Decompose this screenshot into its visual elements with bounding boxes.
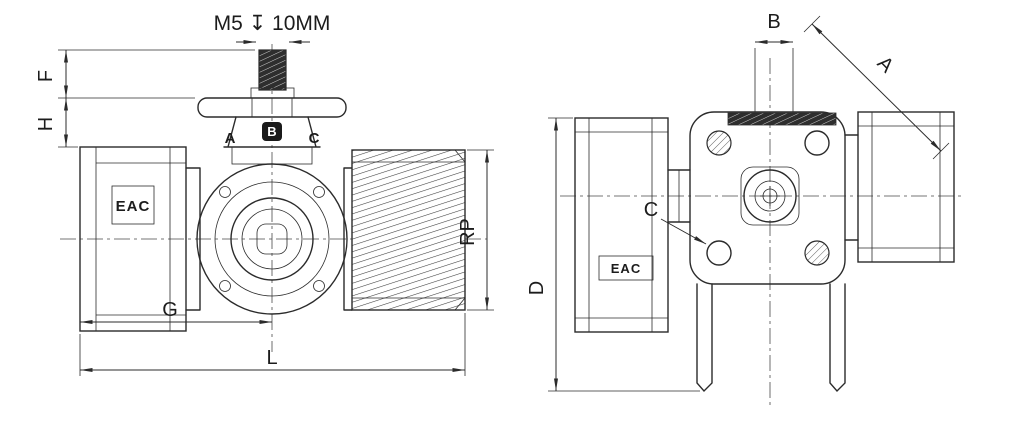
dim-l-label: L [266,347,277,369]
port-a-label: A [225,130,236,147]
flange-hole-top-right [804,130,830,156]
port-b-badge [262,122,282,141]
mounting-stud [250,49,295,99]
side-view: EAC [526,11,965,408]
flange-hole-top-left [706,130,732,156]
dimension-f: F [35,49,255,99]
dim-d-label: D [526,281,548,295]
front-left-fitting [79,146,187,332]
dim-f-label: F [35,70,57,82]
knurl-strip [727,112,837,126]
dim-a-label: A [873,52,898,77]
cert-mark-front-label: EAC [116,198,151,215]
dimension-a: A [803,15,950,160]
thread-callout-text: M5 ↧ 10MM [214,12,331,35]
flange-hole-bottom-left [706,240,732,266]
dimension-h: H [35,98,78,148]
thread-callout: M5 ↧ 10MM [214,12,331,44]
front-view: EAC A [35,12,494,376]
flange-hole-bottom-right [804,240,830,266]
port-b-label: B [267,124,276,139]
dim-c-label: C [644,199,658,221]
side-view-centerlines [560,58,965,408]
dimension-l: L [79,313,466,376]
cert-mark-side-label: EAC [611,261,641,276]
front-right-fitting [351,149,466,311]
dimension-c: C [644,199,707,245]
flange-plate [689,111,846,285]
side-neck [667,169,691,223]
cert-mark-side: EAC [598,255,654,281]
dimension-b: B [754,11,794,112]
dimension-d: D [526,117,700,392]
port-c-label: C [309,130,320,147]
dim-rp-label: RP [457,218,479,246]
side-left-fitting [574,117,669,333]
mounting-prongs [696,283,846,393]
side-right-fitting [844,111,955,263]
ball-housing [196,163,348,315]
dimension-rp: RP [457,149,494,311]
port-labels: A B C [225,122,320,147]
dim-h-label: H [35,117,57,131]
cert-mark-front: EAC [111,185,155,225]
dim-g-label: G [162,299,178,321]
dim-b-label: B [767,11,780,33]
front-body-shoulders [185,146,353,311]
dimension-g: G [80,299,272,324]
